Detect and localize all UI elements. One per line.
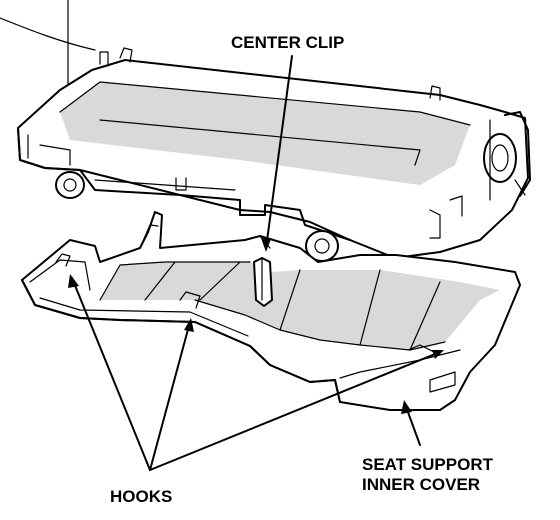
inner-cover-label-line2: INNER COVER: [362, 475, 480, 494]
seat-cushion-edge: [0, 0, 96, 86]
hook-arrowhead-left: [68, 274, 79, 288]
inner-cover-arrowhead: [401, 400, 412, 414]
center-clip-arrowhead: [261, 238, 271, 252]
center-clip-label: CENTER CLIP: [231, 33, 344, 52]
seat-frame-assembly: [17, 47, 531, 262]
center-clip-callout: CENTER CLIP: [231, 33, 344, 252]
hook-arrowhead-middle: [184, 318, 194, 332]
inner-cover-part: [21, 211, 521, 411]
hooks-callout: HOOKS: [68, 274, 444, 506]
hook-arrowhead-right: [432, 350, 444, 359]
hooks-label: HOOKS: [110, 487, 172, 506]
inner-cover-callout: SEAT SUPPORT INNER COVER: [362, 400, 494, 494]
inner-cover-label-line1: SEAT SUPPORT: [362, 455, 494, 474]
